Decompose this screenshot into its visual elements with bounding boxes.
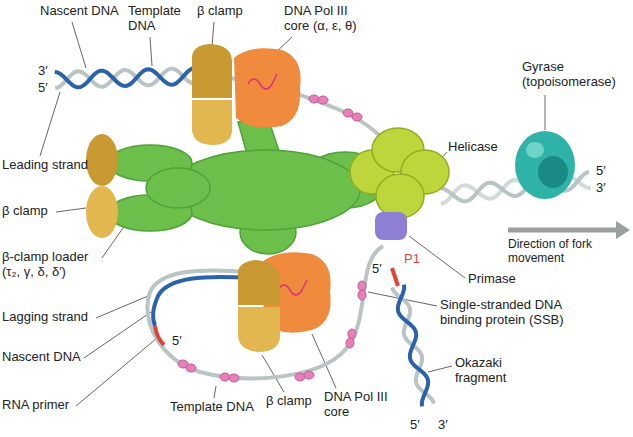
gyrase-shape	[538, 156, 568, 188]
leader-line	[40, 92, 60, 156]
part-label: Single-stranded DNA binding protein (SSB…	[440, 298, 590, 328]
ssb-protein	[346, 338, 354, 348]
rna-primer	[155, 326, 164, 345]
beta-clamp-shape	[192, 100, 232, 145]
part-label: Lagging strand	[2, 310, 88, 325]
ssb-protein	[304, 371, 314, 379]
part-label: 3′	[38, 64, 48, 79]
dna-strand	[398, 285, 428, 407]
part-label: 3′	[596, 181, 606, 196]
leader-line	[96, 296, 148, 318]
part-label: Direction of fork movement	[508, 238, 630, 266]
primase-shape	[375, 212, 407, 240]
part-label: β clamp	[197, 4, 243, 19]
leader-line	[262, 355, 284, 392]
helicase-shape	[376, 174, 424, 218]
rna-primer	[392, 268, 398, 286]
leader-line	[545, 95, 546, 130]
part-label: Primase	[468, 272, 516, 287]
beta-clamp-shape	[192, 44, 232, 98]
ssb-protein	[186, 364, 196, 372]
clamp-loader-shape	[146, 168, 210, 208]
part-label: Leading strand	[2, 158, 88, 173]
ssb-protein	[358, 290, 366, 300]
ssb-protein	[309, 95, 319, 103]
gyrase-shape	[526, 142, 544, 158]
lagging-template-loop	[147, 246, 383, 378]
part-label: Okazaki fragment	[455, 356, 525, 386]
gyrase-shape	[515, 131, 575, 199]
leader-line	[76, 338, 157, 406]
part-label: Gyrase (topoisomerase)	[522, 60, 630, 90]
pol-iii-active-site	[248, 74, 277, 89]
beta-clamp-shape	[86, 186, 118, 238]
part-label: β-clamp loader (τ₂, γ, δ, δ′)	[2, 250, 102, 280]
callout-label: P1	[404, 252, 420, 267]
arrow-head	[616, 221, 630, 239]
pol-iii-active-site	[278, 280, 307, 295]
direction-arrow	[508, 228, 618, 233]
part-label: β clamp	[2, 204, 48, 219]
ssb-protein	[348, 329, 356, 339]
part-label: Nascent DNA	[40, 4, 119, 19]
dna-strand	[55, 68, 195, 87]
leader-line	[428, 366, 452, 372]
pol-iii-core-shape	[234, 48, 301, 128]
dna-strand	[55, 69, 195, 88]
nascent-lagging-strand	[153, 277, 250, 326]
beta-clamp-shape	[238, 307, 280, 352]
leader-line	[72, 22, 86, 68]
part-label: β clamp	[266, 394, 312, 409]
part-label: Template DNA	[170, 400, 254, 415]
part-label: 5′	[596, 164, 606, 179]
part-label: DNA Pol III core (α, ε, θ)	[284, 4, 376, 34]
ssb-protein	[318, 96, 328, 104]
leader-line	[214, 386, 216, 398]
part-label: 3′	[438, 418, 448, 433]
leader-line	[150, 37, 152, 66]
ssb-protein	[295, 373, 305, 381]
beta-clamp-shape	[86, 134, 118, 186]
part-label: 5′	[38, 81, 48, 96]
part-label: Nascent DNA	[2, 350, 81, 365]
leader-line	[56, 208, 86, 212]
ssb-protein	[343, 109, 353, 117]
part-label: 5′	[372, 262, 382, 277]
part-label: RNA primer	[2, 398, 69, 413]
part-label: Template DNA	[128, 4, 190, 34]
part-label: 5′	[172, 334, 182, 349]
part-label: DNA Pol III core	[324, 390, 400, 420]
part-label: Helicase	[448, 140, 498, 155]
ssb-protein	[220, 373, 230, 381]
ssb-protein	[352, 113, 362, 121]
part-label: 5′	[410, 418, 420, 433]
ssb-protein	[229, 374, 239, 382]
leader-line	[212, 22, 214, 46]
beta-clamp-shape	[238, 260, 280, 305]
